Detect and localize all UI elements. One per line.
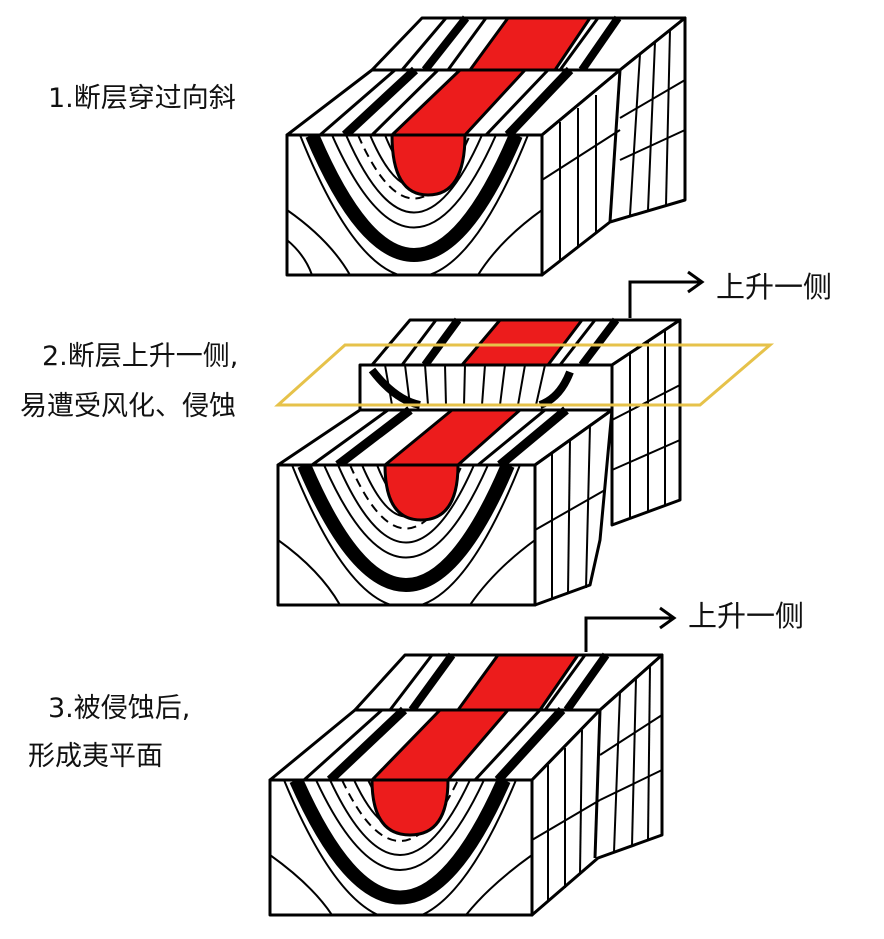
block-2-syncline-core	[383, 463, 460, 522]
uplift-arrow-a	[628, 270, 705, 318]
block-3	[268, 652, 664, 917]
step1-label: 1.断层穿过向斜	[48, 83, 236, 114]
erosion-plane	[274, 343, 775, 407]
block-2-eroded-face	[358, 363, 614, 412]
step3-label-line1: 3.被侵蚀后,	[48, 693, 191, 724]
block-1-syncline-core	[390, 133, 467, 197]
uplift-side-label-b: 上升一侧	[688, 599, 805, 633]
step3-label-line2: 形成夷平面	[28, 741, 163, 772]
uplift-arrow-b	[584, 606, 677, 652]
step2-label-line1: 2.断层上升一侧,	[42, 341, 239, 372]
uplift-side-label-a: 上升一侧	[716, 270, 833, 304]
block-2	[276, 317, 682, 607]
block-1	[285, 15, 687, 277]
step2-label-line2: 易遭受风化、侵蚀	[20, 391, 236, 422]
block-3-syncline-core	[370, 778, 450, 837]
